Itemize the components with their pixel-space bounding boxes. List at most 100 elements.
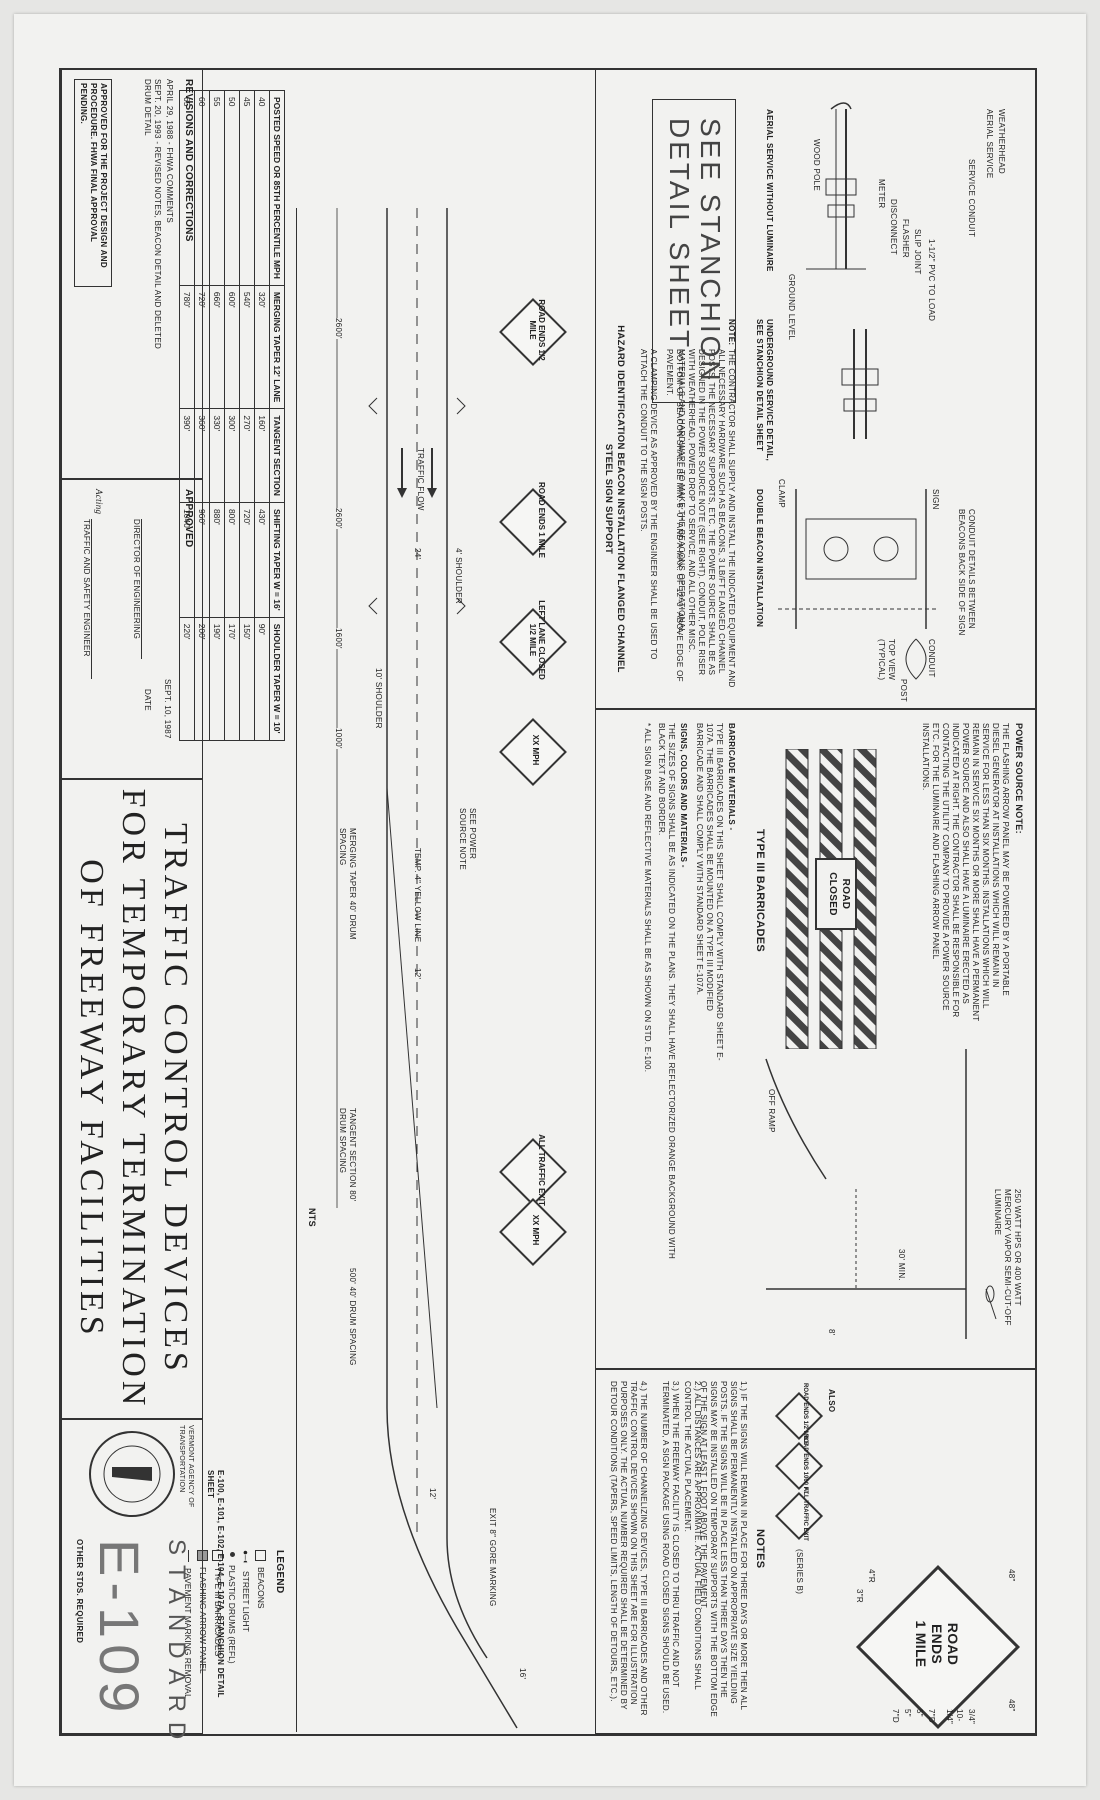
stanchion-reference: SEE STANCHION DETAIL SHEET bbox=[652, 99, 736, 403]
table-header: TANGENT SECTION bbox=[269, 408, 285, 503]
ramp-12-label: 12' bbox=[428, 1488, 437, 1500]
table-row: 45 540' 270' 720' 150' bbox=[239, 90, 255, 740]
legend-item-beacons: BEACONS bbox=[255, 1550, 267, 1720]
luminaire-drawing bbox=[765, 1049, 997, 1339]
table-row: 50 600' 300' 800' 170' bbox=[224, 90, 240, 740]
beacon-label-weatherhead: WEATHERHEAD bbox=[997, 109, 1006, 174]
barricade-title: TYPE III BARRICADES bbox=[754, 829, 766, 953]
table-cell: 430' bbox=[254, 502, 270, 618]
lane-24-label: 24' bbox=[413, 548, 422, 560]
table-cell: 90' bbox=[254, 617, 270, 740]
table-cell: 330' bbox=[209, 408, 225, 503]
standard-block: VERMONT AGENCY OF TRANSPORTATION STANDAR… bbox=[61, 1418, 203, 1749]
drum-spacing-label: 500' 40' DRUM SPACING bbox=[348, 1268, 357, 1366]
legend-item-street-light: ●–◐ STREET LIGHT bbox=[242, 1550, 252, 1720]
approval-stamp: APPROVED FOR THE PROJECT DESIGN AND PROC… bbox=[74, 79, 112, 287]
legend-label: PLASTIC DRUMS (REFL) bbox=[227, 1565, 238, 1664]
traffic-flow-label: TRAFFIC FLOW bbox=[416, 448, 425, 511]
note-1: 1.) IF THE SIGNS WILL REMAIN IN PLACE FO… bbox=[699, 1381, 748, 1718]
approved-header: APPROVED bbox=[183, 489, 194, 548]
title-block: TRAFFIC CONTROL DEVICES FOR TEMPORARY TE… bbox=[61, 778, 203, 1420]
ramp-16-label: 16' bbox=[518, 1668, 527, 1680]
legend-item-drums: PLASTIC DRUMS (REFL) bbox=[228, 1550, 238, 1720]
table-cell: 160' bbox=[254, 408, 270, 503]
series-label: (SERIES B) bbox=[795, 1549, 804, 1595]
sign-dim-1: 48" bbox=[1007, 1569, 1016, 1582]
table-cell: 190' bbox=[209, 617, 225, 740]
notes-panel: ROAD ENDS 1 MILE 48" 48" 3/4" 10-1/4" 7"… bbox=[595, 1368, 1037, 1734]
sign-label: SIGN bbox=[931, 489, 940, 510]
legend-title: LEGEND bbox=[274, 1550, 285, 1594]
table-cell: 880' bbox=[209, 502, 225, 618]
dim-2600-b: 2600' bbox=[333, 508, 343, 529]
title-line-2: FOR TEMPORARY TERMINATION bbox=[115, 788, 152, 1410]
tangent-section-label: TANGENT SECTION 80' DRUM SPACING bbox=[338, 1108, 357, 1202]
table-cell: 270' bbox=[239, 408, 255, 503]
power-dim-30: 30' MIN. bbox=[897, 1249, 906, 1281]
table-cell: 300' bbox=[224, 408, 240, 503]
rotated-drawing: WEATHERHEAD AERIAL SERVICE SERVICE CONDU… bbox=[45, 50, 1055, 1750]
table-cell: 150' bbox=[239, 617, 255, 740]
plan-sign-6-text: XX MPH bbox=[531, 1214, 540, 1246]
dim-1600: 1600' bbox=[333, 628, 343, 649]
sign-dim-10: 3"R bbox=[855, 1589, 864, 1603]
beacon-label-ground: GROUND LEVEL bbox=[787, 274, 796, 341]
table-cell: 170' bbox=[224, 617, 240, 740]
other-stds-label: OTHER STDS. REQUIRED bbox=[75, 1539, 84, 1644]
signs-colors-text: THE SIZES OF SIGNS SHALL BE AS INDICATED… bbox=[657, 723, 676, 1260]
stanchion-line2: DETAIL SHEET bbox=[664, 118, 696, 351]
beacon-label-conduit: SERVICE CONDUIT bbox=[967, 159, 976, 238]
nts-label: NTS bbox=[307, 1208, 317, 1227]
conduit-details-label: CONDUIT DETAILS BETWEEN BEACONS BACK SID… bbox=[957, 509, 976, 636]
approval-date: SEPT. 10, 1987 bbox=[163, 679, 172, 739]
legend-label: STREET LIGHT bbox=[241, 1571, 252, 1632]
barricade-drawing bbox=[785, 749, 877, 1049]
table-cell: 600' bbox=[224, 285, 240, 409]
revision-2: SEPT. 20, 1993 - REVISED NOTES, BEACON D… bbox=[143, 79, 162, 350]
conduit-label: CONDUIT bbox=[927, 639, 936, 678]
beacon-label-wood-pole: WOOD POLE bbox=[812, 139, 821, 192]
table-cell: 660' bbox=[209, 285, 225, 409]
table-cell: 720' bbox=[239, 502, 255, 618]
agency-name: VERMONT AGENCY OF TRANSPORTATION bbox=[178, 1425, 194, 1508]
table-header: SHOULDER TAPER W = 10' bbox=[269, 617, 285, 740]
exit-gore-label: EXIT 8" GORE MARKING bbox=[488, 1508, 497, 1607]
double-beacon-caption: DOUBLE BEACON INSTALLATION bbox=[755, 489, 764, 628]
merging-taper-label: MERGING TAPER 40' DRUM SPACING bbox=[338, 828, 357, 940]
power-barricade-panel: POWER SOURCE NOTE: THE FLASHING ARROW PA… bbox=[595, 708, 1037, 1370]
revisions-block: REVISIONS AND CORRECTIONS APRIL 29, 1988… bbox=[61, 68, 203, 480]
table-header: SHIFTING TAPER W = 16' bbox=[269, 502, 285, 618]
off-ramp-label: OFF RAMP bbox=[767, 1089, 776, 1133]
road-ends-line1: ROAD bbox=[945, 1622, 961, 1666]
power-note-title: POWER SOURCE NOTE: bbox=[1014, 723, 1024, 834]
beacon-installation-panel: WEATHERHEAD AERIAL SERVICE SERVICE CONDU… bbox=[595, 68, 1037, 710]
table-cell: 40 bbox=[254, 90, 270, 286]
signs-colors-title: SIGNS, COLORS AND MATERIALS - bbox=[679, 723, 688, 868]
luminaire-label: 250 WATT HPS OR 400 WATT MERCURY VAPOR S… bbox=[993, 1189, 1022, 1326]
barricade-sign-text: ROAD CLOSED bbox=[827, 872, 852, 916]
sign-dim-6: 5" bbox=[915, 1709, 924, 1717]
beacon-label-disconnect: DISCONNECT bbox=[889, 199, 898, 255]
revision-1: APRIL 29, 1988 - FHWA COMMENTS bbox=[165, 79, 174, 223]
table-cell: 800' bbox=[224, 502, 240, 618]
sign-dim-3: 3/4" bbox=[967, 1709, 976, 1725]
post-label: POST bbox=[899, 679, 908, 702]
note-2: 2.) ALL DISTANCES ARE APPROXIMATE. ACTUA… bbox=[683, 1381, 702, 1690]
street-light-icon: ●–◐ bbox=[241, 1550, 252, 1565]
drawing-sheet: WEATHERHEAD AERIAL SERVICE SERVICE CONDU… bbox=[14, 14, 1086, 1786]
plan-sign-1-text: ROAD ENDS 1/2 MILE bbox=[528, 299, 546, 361]
revisions-header: REVISIONS AND CORRECTIONS bbox=[183, 79, 194, 242]
small-sign-1 bbox=[774, 1391, 824, 1441]
title-line-3: OF FREEWAY FACILITIES bbox=[73, 859, 110, 1339]
table-header-row: POSTED SPEED OR 85TH PERCENTILE MPH MERG… bbox=[269, 90, 285, 740]
top-view-label: TOP VIEW (TYPICAL) bbox=[877, 639, 896, 681]
road-ends-line2: ENDS bbox=[928, 1623, 945, 1665]
beacon-installation-caption: HAZARD IDENTIFICATION BEACON INSTALLATIO… bbox=[603, 325, 626, 673]
signs-colors-text-2: * ALL SIGN BASE AND REFLECTIVE MATERIALS… bbox=[643, 723, 652, 1073]
small-sign-3-text: ALL TRAFFIC EXIT bbox=[802, 1487, 808, 1541]
shoulder-4-label: 4' SHOULDER bbox=[454, 548, 463, 604]
plan-sign-2-text: ROAD ENDS 1 MILE bbox=[537, 481, 546, 558]
dim-2600-a: 2600' bbox=[333, 318, 343, 339]
approval-block: APPROVED SEPT. 10, 1987 DATE DIRECTOR OF… bbox=[61, 478, 203, 780]
aerial-service-drawing bbox=[776, 102, 936, 680]
